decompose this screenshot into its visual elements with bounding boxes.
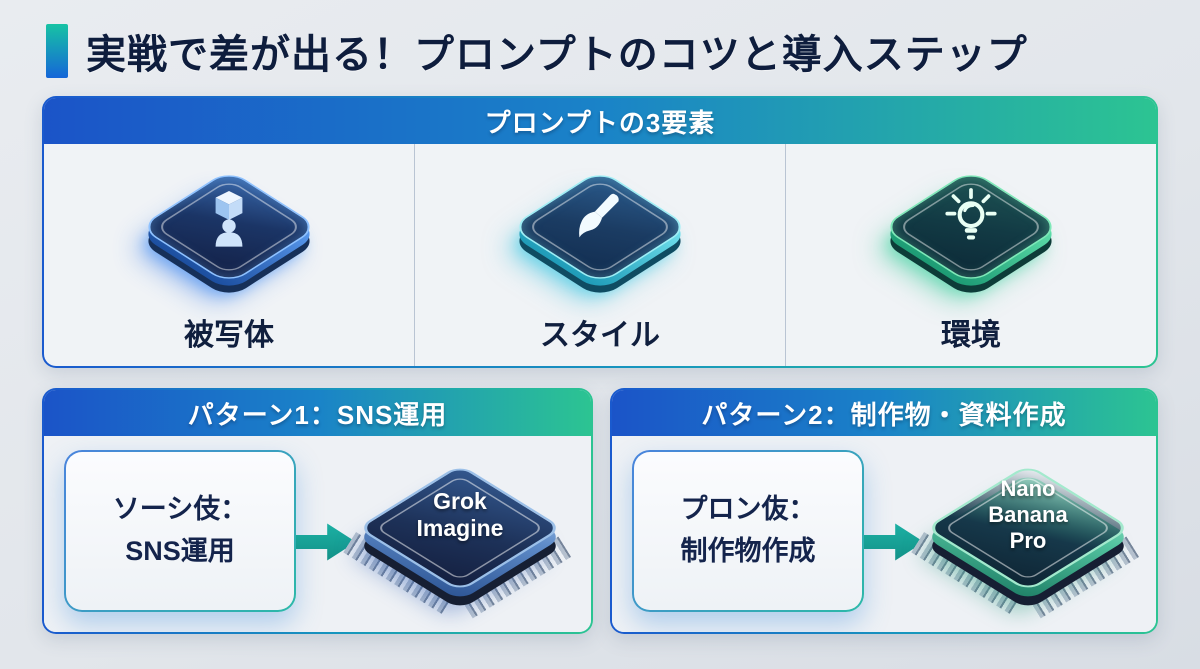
element-environment: 環境 [785, 144, 1156, 366]
pattern-2-header: パターン2：制作物・資料作成 [612, 390, 1156, 436]
prompt-elements-panel: プロンプトの3要素 被写体 [42, 96, 1158, 368]
lightbulb-icon [861, 146, 1081, 308]
prompt-elements-header: プロンプトの3要素 [44, 98, 1156, 144]
pattern-1-body: ソーシ伎： SNS運用 Grok Imagine [44, 436, 591, 632]
paintbrush-glyph [567, 186, 633, 257]
element-style: スタイル [414, 144, 785, 366]
nano-banana-pro-chip-label: Nano Banana Pro [988, 476, 1068, 553]
pattern-2-prompt-text: プロン伖： 制作物作成 [680, 494, 816, 566]
pattern-1-panel: パターン1：SNS運用 ソーシ伎： SNS運用 Grok Imagine [42, 388, 593, 634]
pattern-2-body: プロン伖： 制作物作成 Nano Banana Pro [612, 436, 1156, 632]
prompt-elements-panel-inner: プロンプトの3要素 被写体 [44, 98, 1156, 366]
person-cube-icon [119, 146, 339, 308]
title-accent-bar [46, 24, 68, 78]
element-style-label: スタイル [540, 319, 660, 352]
pattern-1-prompt-box: ソーシ伎： SNS運用 [64, 450, 296, 612]
grok-imagine-chip-label: Grok Imagine [416, 488, 504, 542]
pattern-1-header: パターン1：SNS運用 [44, 390, 591, 436]
prompt-elements-body: 被写体 スタイル [44, 144, 1156, 366]
lightbulb-glyph [938, 186, 1004, 257]
pattern-2-panel: パターン2：制作物・資料作成 プロン伖： 制作物作成 Nano Banana P… [610, 388, 1158, 634]
person-cube-glyph [196, 186, 262, 257]
pattern-1-prompt-text: ソーシ伎： SNS運用 [112, 494, 248, 566]
paintbrush-icon [490, 146, 710, 308]
pattern-2-prompt-box: プロン伖： 制作物作成 [632, 450, 864, 612]
element-subject-label: 被写体 [184, 319, 274, 352]
element-environment-label: 環境 [941, 319, 1001, 352]
element-subject: 被写体 [44, 144, 414, 366]
title-row: 実戦で差が出る！プロンプトのコツと導入ステップ [46, 22, 1028, 80]
grok-imagine-chip: Grok Imagine [343, 436, 576, 632]
nano-banana-pro-chip: Nano Banana Pro [911, 436, 1144, 632]
page-title: 実戦で差が出る！プロンプトのコツと導入ステップ [86, 33, 1028, 77]
